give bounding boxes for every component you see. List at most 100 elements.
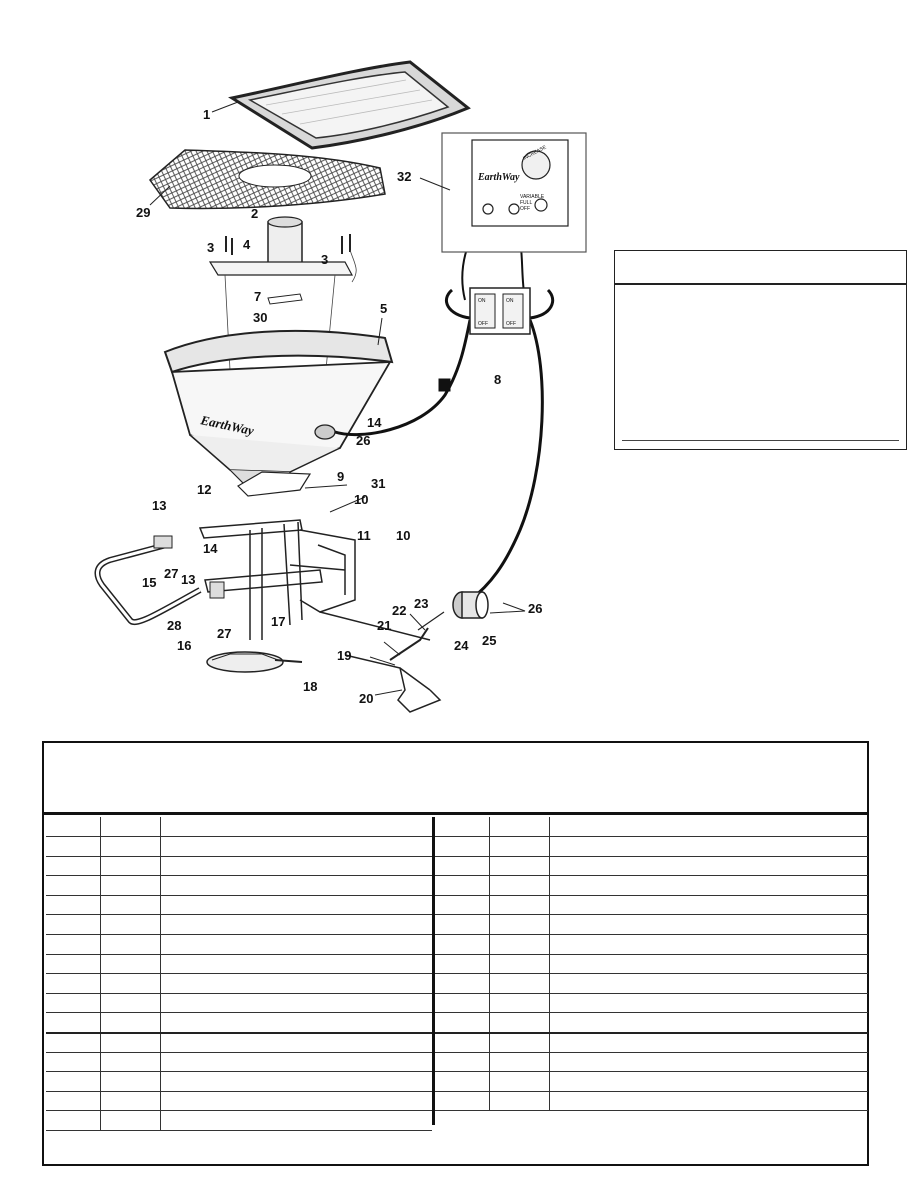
- callout-labels: 1 2 3 3 4 5 7 8 9 10 10 11 12 13 13 14 1…: [136, 107, 542, 706]
- left-ref-cell: [46, 1012, 101, 1034]
- column-divider: [432, 817, 435, 1125]
- hopper-cover: [228, 60, 471, 150]
- callout-14-hopper: 14: [367, 415, 382, 430]
- right-part-number-cell: [489, 895, 550, 916]
- switch2-on-label: ON: [506, 298, 514, 304]
- left-ref-cell: [46, 856, 101, 877]
- parts-table-row: [46, 1052, 432, 1073]
- left-part-number-cell: [100, 1091, 161, 1112]
- switch1-off-label: OFF: [478, 321, 488, 327]
- callout-10-lower: 10: [396, 528, 410, 543]
- hopper-screen: [148, 149, 386, 210]
- left-description-cell: [160, 1091, 432, 1112]
- parts-table-row: [46, 934, 432, 955]
- callout-13-upper: 13: [152, 498, 166, 513]
- right-part-number-cell: [489, 934, 550, 955]
- right-ref-cell: [435, 1032, 490, 1053]
- right-description-cell: [549, 973, 868, 994]
- callout-23: 23: [414, 596, 428, 611]
- right-description-cell: [549, 1091, 868, 1112]
- left-description-cell: [160, 934, 432, 955]
- callout-19: 19: [337, 648, 351, 663]
- left-description-cell: [160, 1052, 432, 1073]
- variable-label: VARIABLE: [520, 194, 545, 200]
- impeller: [206, 651, 284, 673]
- right-description-cell: [549, 856, 868, 877]
- right-ref-cell: [435, 993, 490, 1014]
- right-part-number-cell: [489, 1032, 550, 1053]
- parts-table-row: [435, 993, 868, 1014]
- right-part-number-cell: [489, 954, 550, 975]
- left-ref-cell: [46, 1052, 101, 1073]
- callout-3-right: 3: [321, 252, 328, 267]
- callout-21: 21: [377, 618, 391, 633]
- right-part-number-cell: [489, 1071, 550, 1092]
- left-ref-cell: [46, 817, 101, 838]
- right-ref-cell: [435, 954, 490, 975]
- left-ref-cell: [46, 836, 101, 857]
- drive-shaft: [274, 659, 303, 663]
- parts-table-row: [435, 1052, 868, 1073]
- parts-table-row: [435, 934, 868, 955]
- right-ref-cell: [435, 895, 490, 916]
- left-part-number-cell: [100, 1032, 161, 1053]
- panel-brand-label: EarthWay: [477, 172, 520, 183]
- parts-table-row: [435, 856, 868, 877]
- agitator-bracket: [208, 216, 357, 381]
- callout-25: 25: [482, 633, 496, 648]
- callout-32: 32: [397, 169, 411, 184]
- callout-2: 2: [251, 206, 258, 221]
- parts-table-row: [46, 914, 432, 936]
- off-label: OFF: [520, 206, 530, 212]
- left-part-number-cell: [100, 895, 161, 916]
- callout-8: 8: [494, 372, 501, 387]
- left-part-number-cell: [100, 993, 161, 1014]
- parts-table-row: [46, 1091, 432, 1112]
- left-ref-cell: [46, 914, 101, 936]
- callout-24: 24: [454, 638, 469, 653]
- callout-14-frame: 14: [203, 541, 218, 556]
- parts-table-row: [46, 1110, 432, 1131]
- right-ref-cell: [435, 856, 490, 877]
- right-ref-cell: [435, 1091, 490, 1112]
- callout-30: 30: [253, 310, 267, 325]
- left-description-cell: [160, 1032, 432, 1053]
- right-ref-cell: [435, 1052, 490, 1073]
- parts-table-row: [435, 1032, 868, 1053]
- parts-table-row: [46, 1012, 432, 1034]
- callout-10-upper: 10: [354, 492, 368, 507]
- left-part-number-cell: [100, 973, 161, 994]
- left-description-cell: [160, 875, 432, 896]
- parts-table-title: [44, 743, 867, 815]
- right-part-number-cell: [489, 993, 550, 1014]
- right-part-number-cell: [489, 836, 550, 857]
- right-part-number-cell: [489, 817, 550, 838]
- left-part-number-cell: [100, 1052, 161, 1073]
- switch-box: ON OFF ON OFF: [469, 287, 531, 335]
- frame-knob-left: [153, 535, 173, 549]
- callout-18: 18: [303, 679, 317, 694]
- left-ref-cell: [46, 973, 101, 994]
- parts-table-row: [435, 954, 868, 975]
- switch1-on-label: ON: [478, 298, 486, 304]
- switch2-off-label: OFF: [506, 321, 516, 327]
- right-part-number-cell: [489, 1091, 550, 1112]
- right-ref-cell: [435, 1012, 490, 1034]
- callout-29: 29: [136, 205, 150, 220]
- left-description-cell: [160, 895, 432, 916]
- parts-list-table: [42, 741, 869, 1166]
- callout-1: 1: [203, 107, 210, 122]
- right-ref-cell: [435, 914, 490, 936]
- callout-15: 15: [142, 575, 156, 590]
- note-box: [614, 250, 907, 450]
- callout-27-lower: 27: [217, 626, 231, 641]
- parts-table-row: [46, 856, 432, 877]
- left-part-number-cell: [100, 954, 161, 975]
- parts-table-row: [435, 973, 868, 994]
- left-description-cell: [160, 1071, 432, 1092]
- right-ref-cell: [435, 836, 490, 857]
- callout-9: 9: [337, 469, 344, 484]
- right-part-number-cell: [489, 1052, 550, 1073]
- left-ref-cell: [46, 993, 101, 1014]
- right-description-cell: [549, 1052, 868, 1073]
